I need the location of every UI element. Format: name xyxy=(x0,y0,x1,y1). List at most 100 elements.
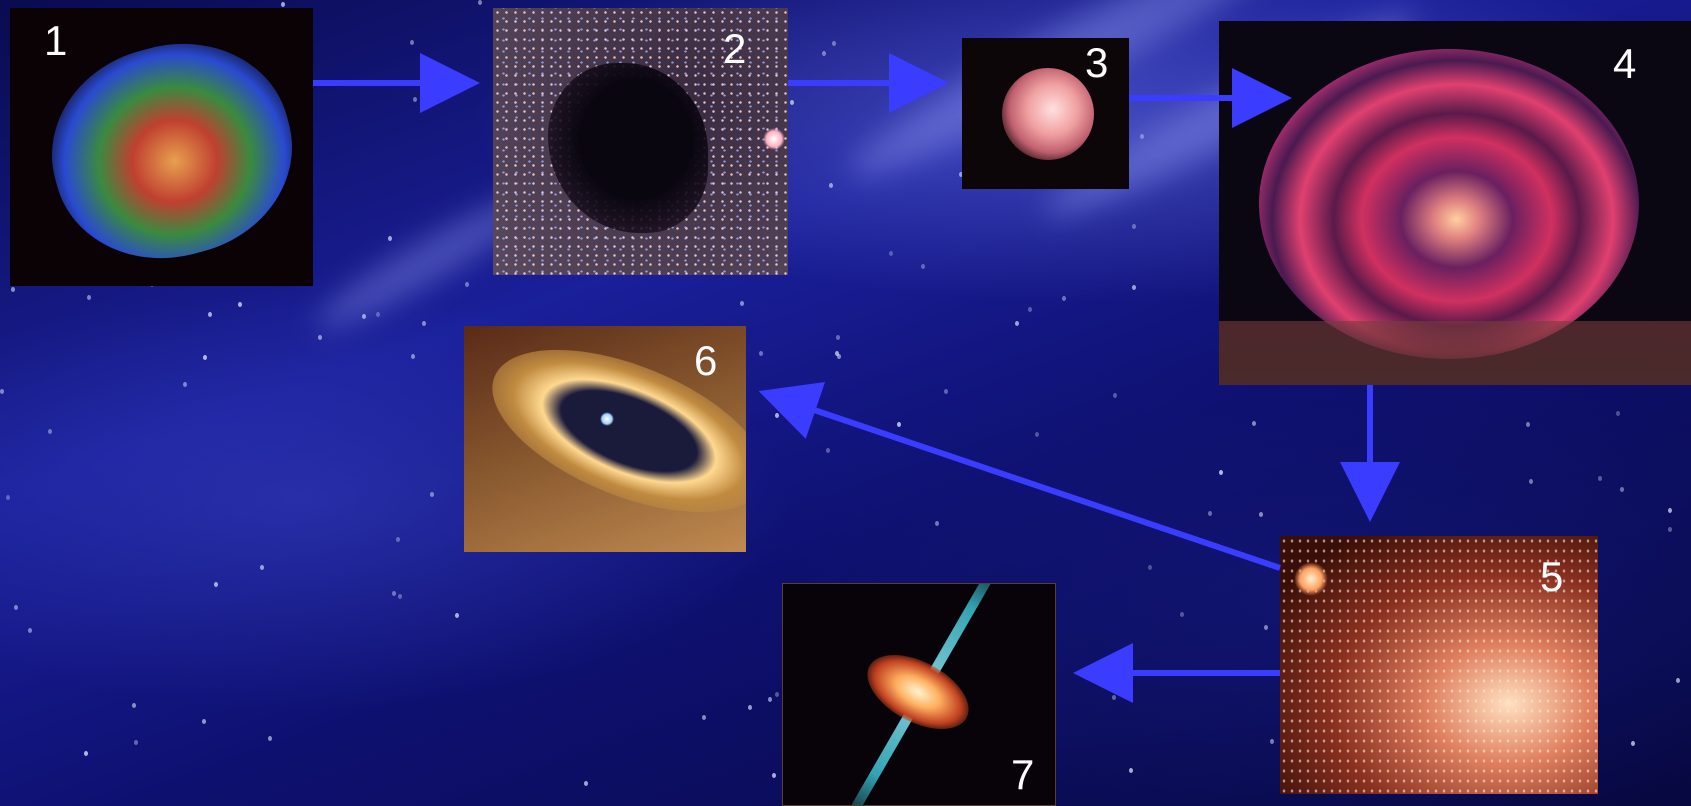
stage-2-panel: 2 xyxy=(493,8,788,275)
background-star xyxy=(0,389,4,394)
central-star xyxy=(600,412,614,426)
background-star xyxy=(396,537,400,542)
stage-number: 1 xyxy=(44,17,68,64)
stage-number: 5 xyxy=(1540,553,1564,600)
background-star xyxy=(48,429,52,434)
background-star xyxy=(1219,470,1223,475)
background-star xyxy=(1180,612,1184,617)
background-star xyxy=(132,703,136,708)
background-star xyxy=(836,335,840,340)
background-star xyxy=(1668,508,1672,513)
arrow-5-to-6 xyxy=(758,382,1281,571)
background-star xyxy=(835,351,839,356)
background-star xyxy=(318,335,322,340)
background-star xyxy=(1015,321,1019,326)
background-star xyxy=(775,692,779,697)
background-star xyxy=(478,0,482,5)
background-star xyxy=(790,100,794,105)
background-star xyxy=(829,183,833,188)
background-star xyxy=(281,2,285,7)
background-star xyxy=(1620,487,1624,492)
background-star xyxy=(1035,432,1039,437)
background-star xyxy=(87,295,91,300)
star-speckle xyxy=(1280,536,1598,794)
background-star xyxy=(1529,479,1533,484)
background-star xyxy=(14,605,18,610)
background-star xyxy=(388,236,392,241)
background-star xyxy=(268,736,272,741)
background-star xyxy=(1208,511,1212,516)
background-star xyxy=(1270,739,1274,744)
background-star xyxy=(897,422,901,427)
stage-number: 4 xyxy=(1613,40,1637,87)
stage-4-panel: 4 xyxy=(1219,21,1691,385)
background-star xyxy=(376,312,380,317)
background-star xyxy=(413,97,417,102)
background-star xyxy=(959,172,963,177)
stage-3-panel: 3 xyxy=(962,38,1129,189)
background-star xyxy=(584,781,588,786)
background-star xyxy=(1113,393,1117,398)
background-star xyxy=(238,302,242,307)
background-star xyxy=(214,582,218,587)
background-star xyxy=(837,354,841,359)
background-star xyxy=(430,492,434,497)
stage-7-panel: 7 xyxy=(782,583,1056,806)
stage-number: 3 xyxy=(1085,39,1109,86)
background-star xyxy=(422,321,426,326)
background-star xyxy=(826,448,830,453)
background-star xyxy=(1264,625,1268,630)
background-star xyxy=(768,697,772,702)
background-star xyxy=(1259,512,1263,517)
background-star xyxy=(1028,307,1032,312)
background-star xyxy=(759,351,763,356)
background-star xyxy=(702,715,706,720)
background-star xyxy=(748,705,752,710)
background-star xyxy=(11,287,15,292)
stage-number: 7 xyxy=(1011,751,1035,798)
background-star xyxy=(1631,741,1635,746)
background-star xyxy=(832,41,836,46)
background-star xyxy=(1129,768,1133,773)
background-star xyxy=(740,301,744,306)
background-star xyxy=(772,773,776,778)
stage-5-panel: 5 xyxy=(1280,536,1598,794)
rocky-ground xyxy=(1219,321,1691,385)
background-star xyxy=(1676,678,1680,683)
background-star xyxy=(455,613,459,618)
background-star xyxy=(134,740,138,745)
background-star xyxy=(260,565,264,570)
background-star xyxy=(944,389,948,394)
background-star xyxy=(1140,134,1144,139)
bright-star xyxy=(763,128,785,150)
background-star xyxy=(410,40,414,45)
background-star xyxy=(1598,476,1602,481)
background-star xyxy=(1148,565,1152,570)
background-star xyxy=(1526,422,1530,427)
stage-1-panel: 1 xyxy=(10,8,313,286)
background-star xyxy=(1252,421,1256,426)
background-star xyxy=(398,594,402,599)
stage-6-panel: 6 xyxy=(464,326,746,552)
background-star xyxy=(921,264,925,269)
dark-cloud-image xyxy=(548,63,708,233)
background-star xyxy=(362,314,366,319)
background-star xyxy=(6,495,10,500)
nebula-rings-image xyxy=(1259,49,1639,359)
stage-number: 2 xyxy=(723,25,747,72)
background-star xyxy=(1616,411,1620,416)
background-star xyxy=(1668,527,1672,532)
background-star xyxy=(411,354,415,359)
background-star xyxy=(392,591,396,596)
background-star xyxy=(1132,224,1136,229)
background-star xyxy=(28,628,32,633)
background-star xyxy=(183,382,187,387)
background-star xyxy=(822,51,826,56)
background-star xyxy=(208,312,212,317)
stage-number: 6 xyxy=(694,337,718,384)
background-star xyxy=(465,282,469,287)
background-star xyxy=(1062,296,1066,301)
background-star xyxy=(935,521,939,526)
protostar-image xyxy=(1002,68,1094,160)
